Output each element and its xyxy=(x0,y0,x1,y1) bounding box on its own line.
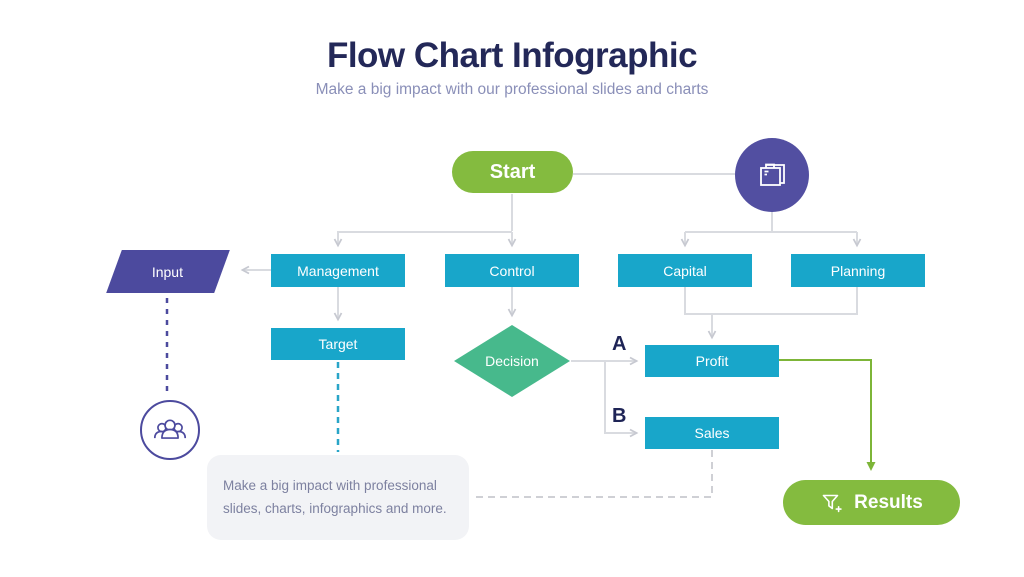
note-box[interactable]: Make a big impact with professional slid… xyxy=(207,455,469,540)
node-control[interactable]: Control xyxy=(445,254,579,287)
node-profit[interactable]: Profit xyxy=(645,345,779,377)
node-input-label: Input xyxy=(152,263,184,280)
node-management[interactable]: Management xyxy=(271,254,405,287)
note-text: Make a big impact with professional slid… xyxy=(223,478,447,516)
funnel-plus-icon xyxy=(820,491,844,515)
node-decision[interactable]: Decision xyxy=(450,321,574,401)
branch-label-a: A xyxy=(612,333,627,355)
node-decision-label: Decision xyxy=(485,353,539,369)
branch-label-b: B xyxy=(612,405,627,427)
node-results[interactable]: Results xyxy=(783,480,960,525)
node-planning-label: Planning xyxy=(830,262,886,279)
page-subtitle: Make a big impact with our professional … xyxy=(315,81,709,98)
connector-green-profit-results xyxy=(779,359,876,471)
node-capital[interactable]: Capital xyxy=(618,254,752,287)
people-group-icon xyxy=(151,411,189,449)
node-capital-label: Capital xyxy=(663,262,707,279)
node-start-label: Start xyxy=(489,160,536,183)
node-sales[interactable]: Sales xyxy=(645,417,779,449)
connector-dashed-sales-note xyxy=(472,450,713,498)
node-planning[interactable]: Planning xyxy=(791,254,925,287)
node-briefcase-circle[interactable] xyxy=(735,138,809,212)
briefcase-icon xyxy=(752,155,792,195)
node-profit-label: Profit xyxy=(695,353,729,369)
node-input[interactable]: Input xyxy=(106,250,230,293)
page-title: Flow Chart Infographic xyxy=(326,36,698,75)
node-control-label: Control xyxy=(489,262,535,279)
node-start[interactable]: Start xyxy=(452,151,573,193)
node-results-label: Results xyxy=(854,491,923,513)
connector-gray-solid xyxy=(240,173,862,438)
node-people-circle[interactable] xyxy=(140,400,200,460)
node-target-label: Target xyxy=(318,336,358,352)
node-management-label: Management xyxy=(297,262,379,279)
node-target[interactable]: Target xyxy=(271,328,405,360)
node-sales-label: Sales xyxy=(694,425,730,441)
decision-diamond-shape xyxy=(454,325,570,397)
